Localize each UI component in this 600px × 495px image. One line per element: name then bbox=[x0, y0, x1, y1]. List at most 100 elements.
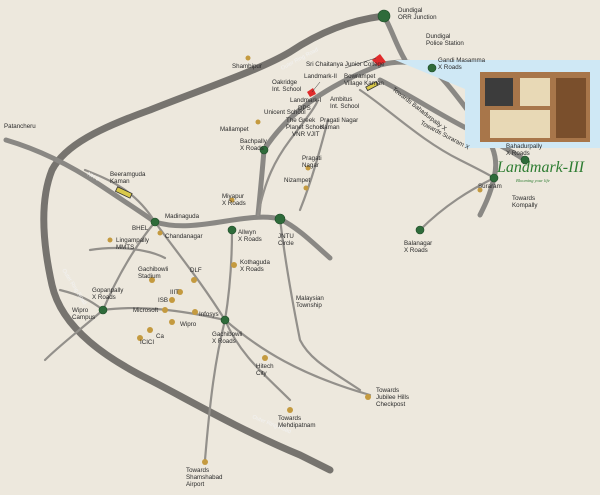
landmark-ii-marker-icon bbox=[372, 54, 386, 66]
balanagar-road bbox=[418, 176, 496, 232]
beeramguda-kaman-icon bbox=[114, 186, 133, 199]
bahadurpally-junction bbox=[520, 155, 530, 165]
label-dlf: DLF bbox=[190, 267, 202, 274]
label-landmark-i: Landmark-I bbox=[290, 97, 322, 104]
pragati-dot bbox=[305, 165, 311, 171]
label-chandanagar: Chandanagar bbox=[165, 233, 203, 240]
orr-spur bbox=[381, 13, 408, 63]
minor-road-6 bbox=[223, 318, 372, 397]
allwyn-junction bbox=[227, 225, 237, 235]
label-mallampet: Mallampet bbox=[220, 126, 249, 133]
suraram-road bbox=[358, 88, 496, 180]
minor-road-13 bbox=[298, 118, 330, 212]
chandanagar-dot bbox=[157, 230, 163, 236]
minor-road-14 bbox=[83, 168, 157, 224]
label-suraram: Suraram bbox=[478, 183, 502, 190]
label-isb: ISB bbox=[158, 297, 168, 304]
microsoft-dot bbox=[162, 307, 168, 313]
gachibowli-junction bbox=[220, 315, 230, 325]
landmark-iii-inset bbox=[395, 60, 600, 148]
landmark-ii-pointer bbox=[344, 57, 377, 69]
mallampet-dot bbox=[255, 119, 261, 125]
label-sri-chaitanya: Sri Chaitanya Junior College bbox=[306, 61, 385, 68]
minor-road-11 bbox=[88, 246, 167, 260]
minor-road-3 bbox=[101, 306, 227, 322]
minor-road-7 bbox=[278, 217, 362, 392]
bachupally-junction bbox=[259, 145, 269, 155]
minor-road-9 bbox=[223, 318, 292, 402]
jntu-junction bbox=[274, 213, 286, 225]
label-microsoft: Microsoft bbox=[133, 307, 158, 314]
kothaguda-dot bbox=[231, 262, 237, 268]
icici-dot bbox=[137, 335, 143, 341]
label-vnr: VNR VJIT bbox=[292, 131, 320, 138]
brand-tagline: Blooming your life bbox=[516, 178, 550, 183]
gopanpally-junction bbox=[98, 305, 108, 315]
shamshabad-dot bbox=[202, 459, 208, 465]
brand-name: Landmark-III bbox=[496, 159, 585, 176]
bowrampet-kaman-icon bbox=[365, 80, 379, 92]
label-icici: ICICI bbox=[140, 339, 154, 346]
nh9-label: NH 9 bbox=[86, 171, 100, 182]
label-wipro: Wipro bbox=[180, 321, 197, 328]
lingampally-dot bbox=[107, 237, 113, 243]
nizampet-dot bbox=[303, 185, 309, 191]
label-landmark-ii: Landmark-II bbox=[304, 73, 337, 80]
infosys-dot bbox=[192, 309, 198, 315]
suraram-junction bbox=[489, 173, 499, 183]
hitech-dot bbox=[262, 355, 268, 361]
miyapur-dot bbox=[229, 197, 235, 203]
label-dps: DPS bbox=[298, 105, 311, 112]
jntu-road bbox=[277, 216, 333, 261]
label-nizampet: Nizampet bbox=[284, 177, 310, 184]
isb-dot bbox=[169, 297, 175, 303]
label-patancheru: Patancheru bbox=[4, 123, 36, 130]
label-bhel: BHEL bbox=[132, 225, 149, 232]
minor-road-4 bbox=[223, 228, 234, 322]
jubilee-dot bbox=[365, 394, 371, 400]
wipro-dot bbox=[169, 319, 175, 325]
gandi-junction bbox=[427, 63, 437, 73]
ca-dot bbox=[147, 327, 153, 333]
gachibowli-stadium-dot bbox=[149, 277, 155, 283]
iiit-dot bbox=[177, 289, 183, 295]
minor-road-2 bbox=[43, 308, 105, 362]
label-shambipur: Shambipur bbox=[232, 63, 262, 70]
label-unicent: Unicent School bbox=[264, 109, 306, 116]
landmark-i-pointer bbox=[311, 81, 321, 93]
mehdipatnam-dot bbox=[287, 407, 293, 413]
orr-label-left: Outer Ring Road bbox=[60, 268, 87, 306]
outer-ring-road bbox=[40, 12, 388, 474]
minor-road-5 bbox=[203, 318, 227, 462]
dlf-dot bbox=[191, 277, 197, 283]
dundigal-orr-junction bbox=[377, 9, 391, 23]
label-infosys: Infosys bbox=[199, 311, 219, 318]
minor-road-10 bbox=[256, 98, 320, 217]
